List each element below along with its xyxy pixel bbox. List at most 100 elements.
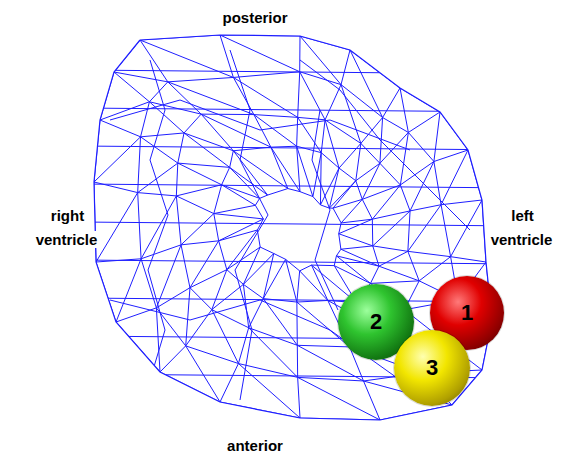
mesh-line: [373, 211, 410, 246]
mesh-line: [181, 241, 219, 245]
mesh-line: [325, 85, 341, 120]
mesh-line: [298, 377, 300, 418]
mesh-line: [116, 259, 141, 322]
mesh-line: [441, 150, 468, 205]
mesh-line: [190, 241, 219, 288]
mesh-line: [451, 200, 482, 257]
mesh-line: [408, 205, 441, 252]
mesh-line: [410, 162, 434, 211]
mesh-line: [356, 163, 380, 180]
callout-number: 1: [461, 302, 473, 324]
mesh-line: [298, 72, 300, 118]
heart-outline: [94, 35, 492, 420]
mesh-line: [138, 193, 177, 196]
anatomical-label: right ventricle: [20, 204, 114, 252]
mesh-line: [370, 281, 419, 284]
mesh-line: [94, 182, 138, 193]
mesh-line: [243, 284, 248, 327]
mesh-line: [333, 181, 356, 208]
mesh-line: [141, 137, 178, 163]
mesh-line: [114, 72, 149, 102]
mesh-line: [230, 167, 260, 198]
mesh-line: [263, 259, 285, 298]
mesh-line: [181, 214, 214, 245]
mesh-line: [341, 85, 361, 144]
mesh-line: [80, 222, 520, 226]
mesh-line: [441, 200, 482, 205]
mesh-line: [254, 115, 271, 148]
mesh-line: [227, 230, 258, 270]
mesh-line: [94, 35, 492, 420]
mesh-line: [341, 50, 350, 85]
mesh-line: [156, 288, 190, 308]
label-text: posterior: [221, 9, 288, 26]
mesh-line: [110, 100, 410, 150]
mesh-line: [80, 260, 520, 264]
mesh-line: [94, 137, 141, 182]
mesh-line: [300, 36, 341, 85]
mesh-line: [297, 146, 313, 196]
mesh-line: [408, 112, 440, 132]
mesh-line: [286, 259, 297, 302]
mesh-line: [451, 257, 486, 262]
mesh-line: [271, 147, 288, 188]
mesh-line: [400, 88, 408, 132]
mesh-line: [80, 146, 520, 150]
mesh-line: [299, 36, 300, 72]
marker-sphere: 3: [394, 330, 470, 406]
mesh-line: [149, 102, 184, 133]
mesh-line: [160, 346, 186, 372]
anatomical-label: left ventricle: [486, 204, 558, 252]
mesh-line: [297, 345, 298, 377]
mesh-line: [212, 310, 239, 364]
mesh-line: [372, 211, 410, 219]
mesh-line: [434, 112, 440, 162]
mesh-line: [341, 246, 373, 249]
mesh-line: [80, 184, 520, 188]
mesh-line: [300, 271, 328, 301]
mesh-line: [220, 364, 238, 402]
mesh-line: [271, 147, 300, 191]
mesh-line: [233, 77, 297, 117]
mesh-line: [325, 120, 339, 168]
mesh-line: [214, 214, 264, 219]
callout-number: 2: [370, 311, 382, 333]
mesh-line: [297, 271, 300, 302]
mesh-line: [114, 72, 168, 82]
mesh-line: [300, 72, 325, 120]
mesh-line: [138, 163, 178, 193]
label-text: right ventricle: [36, 207, 99, 248]
mesh-line: [419, 257, 450, 281]
anatomical-label: anterior: [205, 434, 305, 458]
mesh-line: [312, 110, 338, 310]
mesh-line: [243, 253, 273, 284]
mesh-line: [350, 50, 383, 118]
anatomical-label: posterior: [205, 6, 305, 30]
mesh-line: [176, 185, 221, 196]
mesh-line: [184, 133, 233, 151]
label-text: left ventricle: [491, 207, 554, 248]
mesh-line: [149, 102, 201, 114]
mesh-line: [80, 70, 520, 74]
mesh-line: [339, 234, 373, 246]
mesh-line: [339, 219, 373, 234]
mesh-line: [329, 181, 355, 208]
mesh-line: [373, 246, 408, 251]
mesh-line: [364, 381, 380, 420]
mesh-line: [219, 219, 264, 241]
mesh-line: [176, 196, 213, 214]
mesh-line: [296, 302, 297, 345]
mesh-line: [140, 40, 168, 82]
mesh-line: [400, 132, 408, 184]
mesh-line: [341, 199, 362, 223]
mesh-line: [138, 72, 458, 381]
mesh-line: [408, 251, 451, 256]
mesh-line: [227, 247, 260, 270]
mesh-line: [298, 377, 380, 420]
mesh-line: [141, 245, 181, 259]
mesh-line: [156, 308, 160, 372]
mesh-line: [300, 60, 470, 230]
mesh-line: [263, 253, 273, 298]
mesh-line: [178, 163, 230, 167]
